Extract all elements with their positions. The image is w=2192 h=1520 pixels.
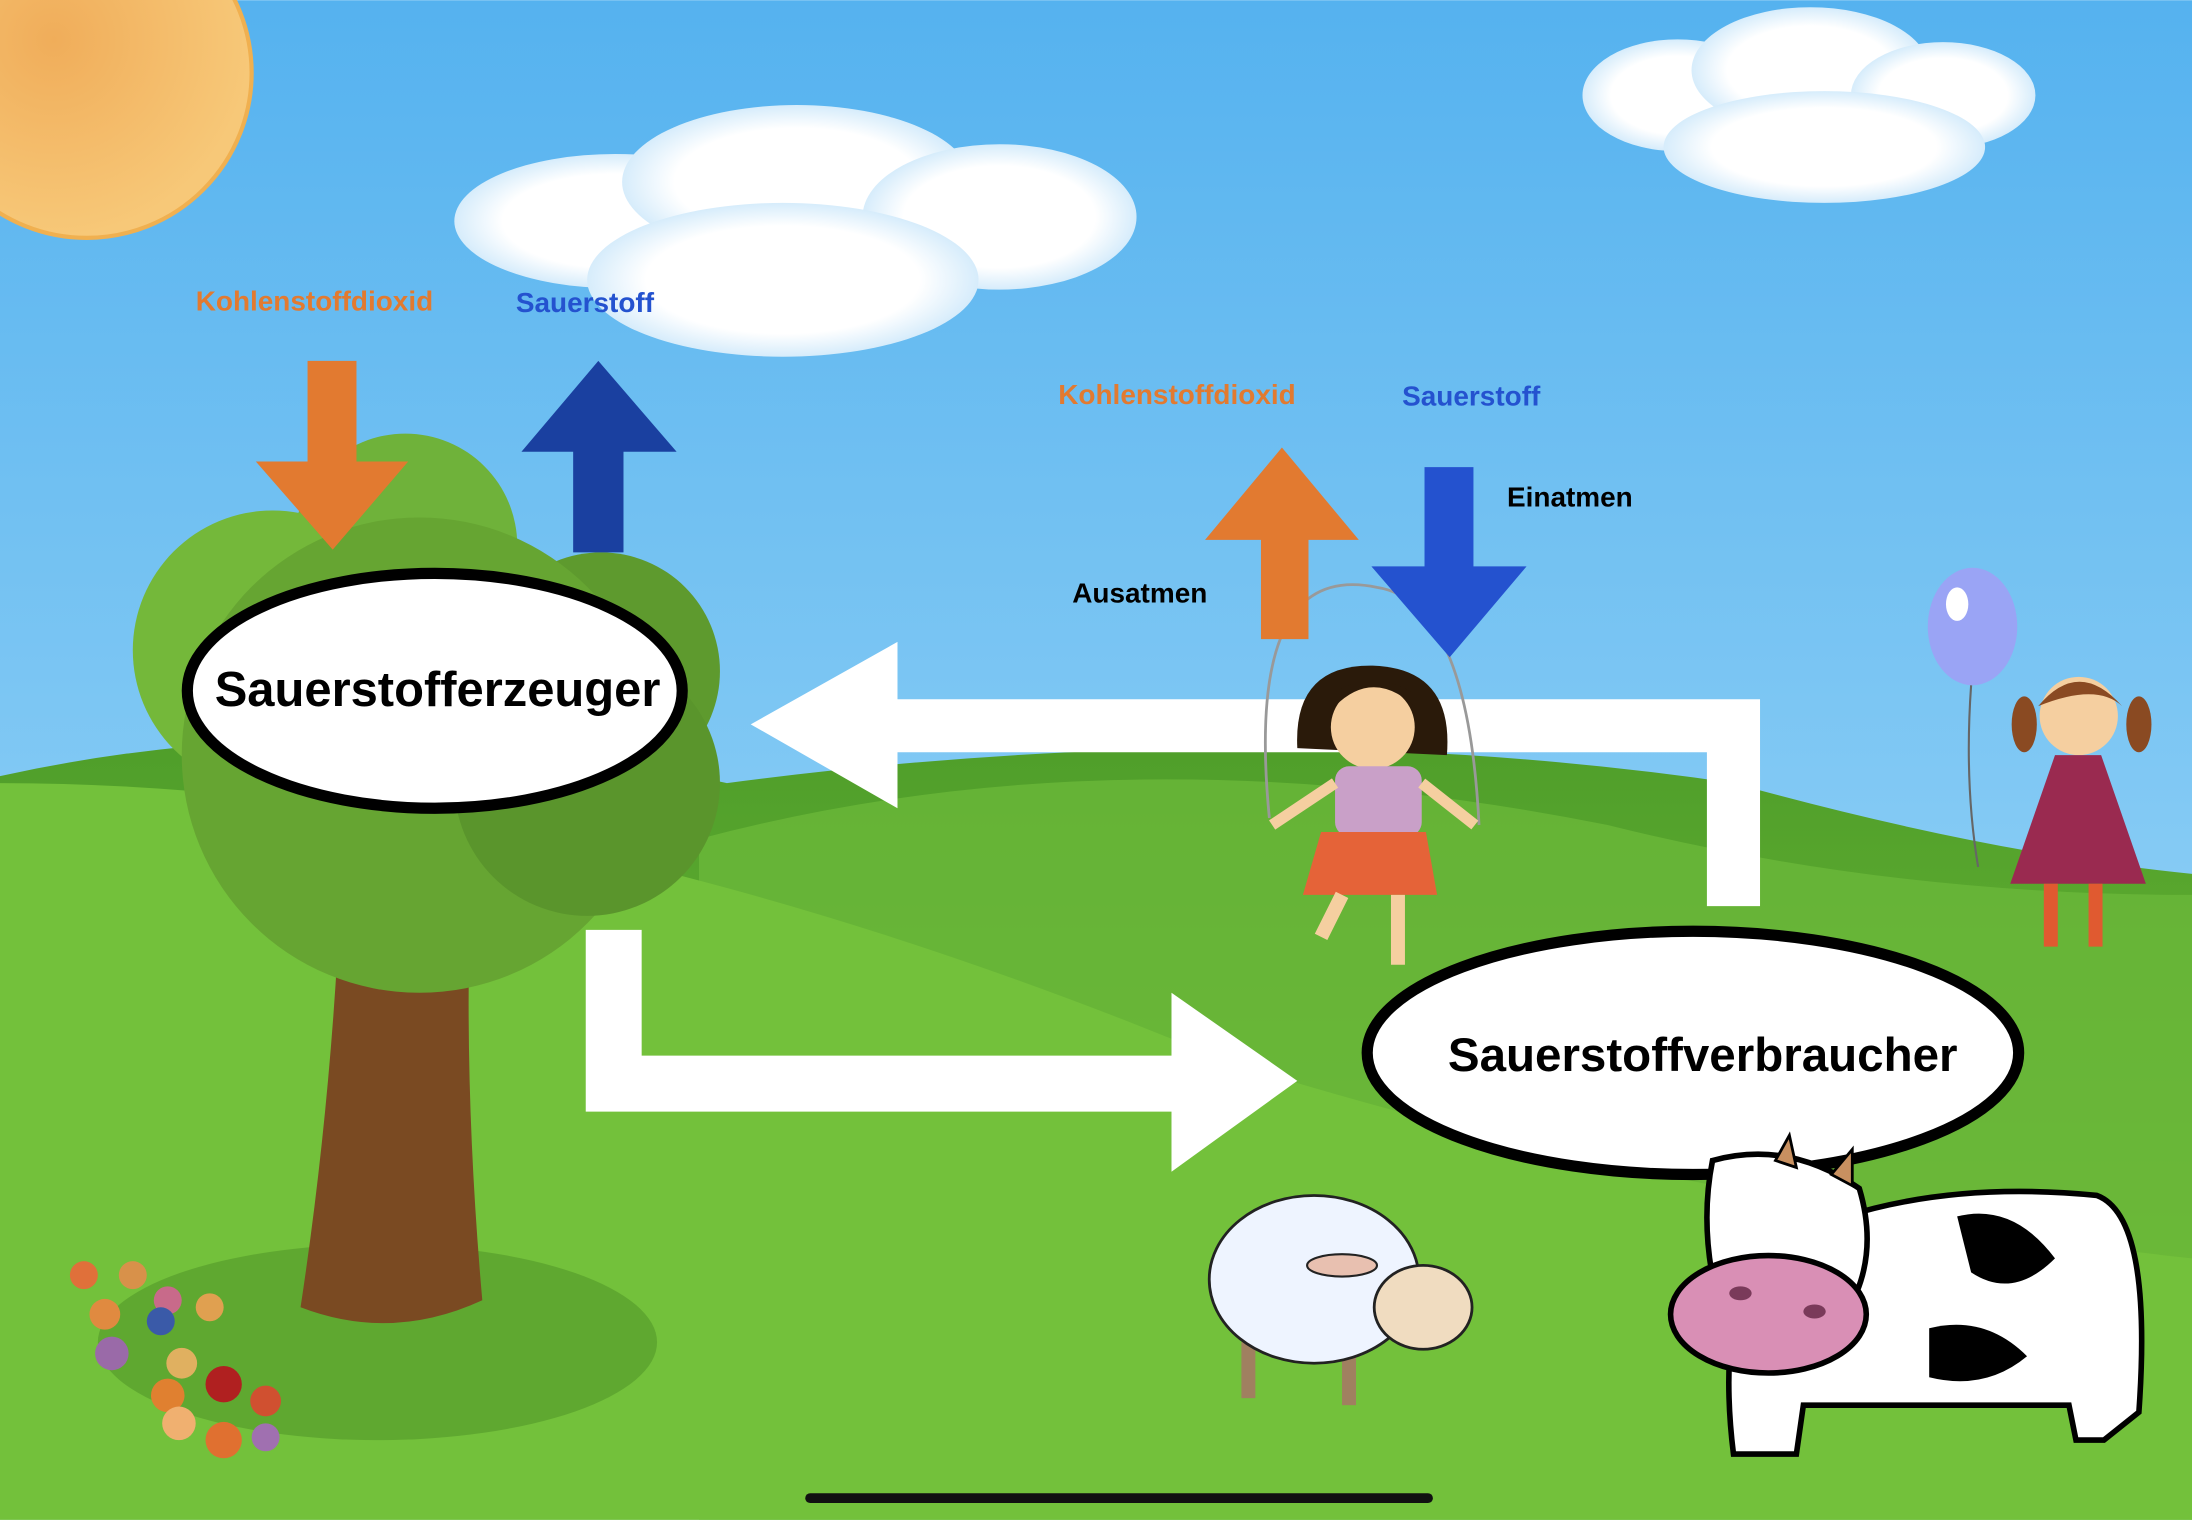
producer-o2-label: Sauerstoff: [516, 287, 655, 318]
co2-exhale-arrow: [1205, 447, 1359, 640]
arrow-to-producer: [750, 641, 1761, 907]
producer-label: Sauerstofferzeuger: [215, 663, 661, 717]
arrow-to-consumer: [585, 929, 1298, 1172]
inhale-label: Einatmen: [1507, 481, 1633, 512]
producer-node: Sauerstofferzeuger: [181, 567, 688, 814]
girl-with-balloon: [1927, 567, 2152, 947]
consumer-o2-label: Sauerstoff: [1402, 381, 1541, 412]
o2-out-arrow: [521, 360, 677, 553]
fallen-leaves: [69, 1261, 281, 1459]
girl-jumping-rope: [1263, 583, 1481, 965]
consumer-node: Sauerstoffverbraucher: [1361, 925, 2025, 1181]
consumer-label: Sauerstoffverbraucher: [1448, 1029, 1958, 1082]
consumer-co2-label: Kohlenstoffdioxid: [1058, 379, 1295, 410]
home-indicator[interactable]: [805, 1493, 1433, 1504]
sun: [0, 0, 254, 240]
producer-co2-label: Kohlenstoffdioxid: [196, 286, 433, 317]
cloud: [1582, 7, 2036, 203]
co2-in-arrow: [255, 360, 409, 550]
sheep: [1207, 1194, 1474, 1406]
exhale-label: Ausatmen: [1072, 578, 1207, 609]
cow: [1667, 1131, 2145, 1457]
cloud: [454, 105, 1137, 357]
o2-inhale-arrow: [1371, 467, 1527, 658]
